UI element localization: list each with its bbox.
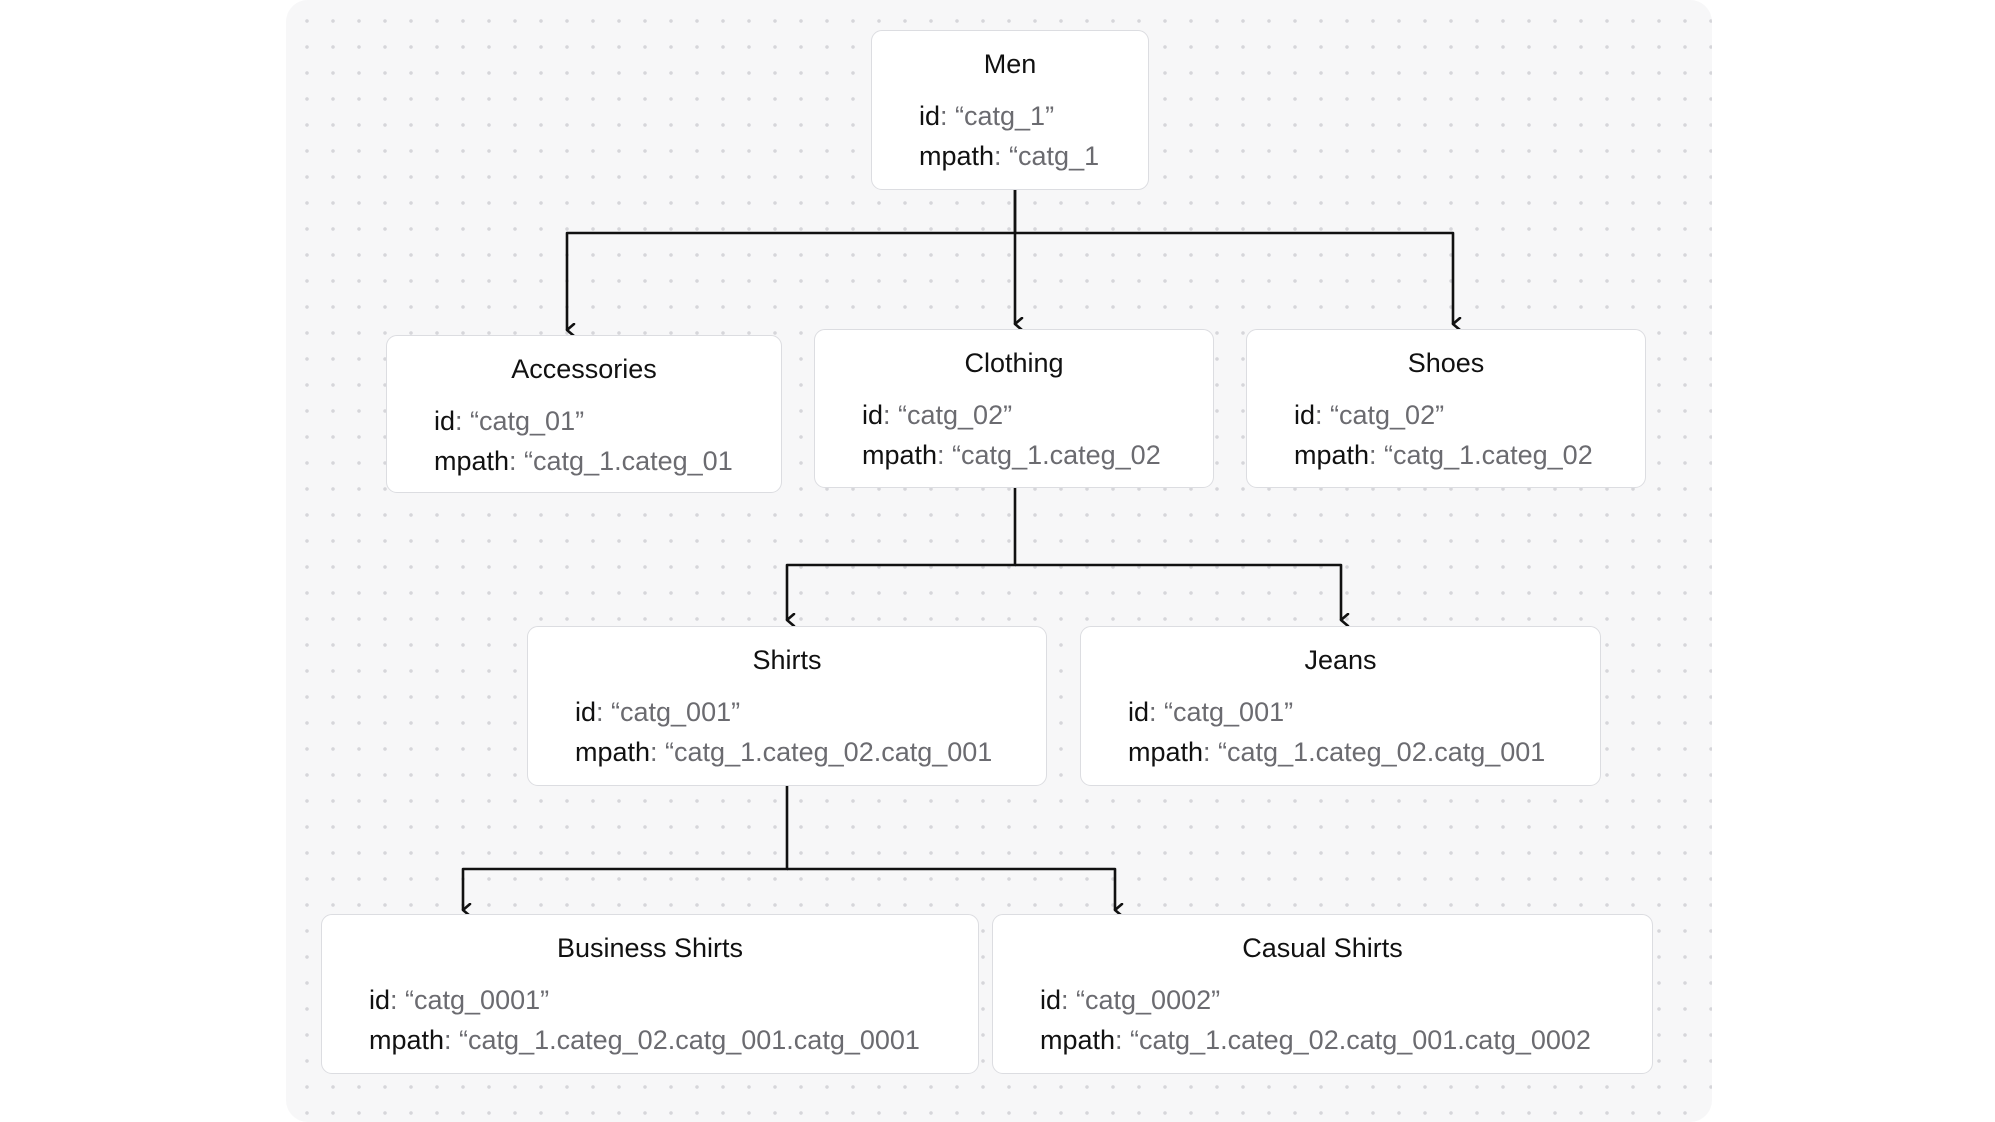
node-title: Casual Shirts (1242, 933, 1403, 963)
node-id-field: id: “catg_001” (575, 697, 740, 728)
node-title: Jeans (1304, 645, 1377, 675)
node-mpath-field: mpath: “catg_1.categ_02 (862, 440, 1161, 471)
id-value: : “catg_001” (596, 697, 741, 727)
id-label: id (862, 400, 884, 430)
mpath-value: : “catg_1.categ_02.catg_001 (1203, 737, 1546, 767)
node-mpath-field: mpath: “catg_1.categ_02.catg_001.catg_00… (369, 1025, 920, 1056)
node-id-field: id: “catg_02” (862, 400, 1012, 431)
mpath-label: mpath (919, 141, 995, 171)
connector-shirts-to-business-shirts (461, 786, 789, 910)
node-mpath-field: mpath: “catg_1.categ_02.catg_001 (1128, 737, 1545, 768)
mpath-value: : “catg_1.categ_02 (1369, 440, 1593, 470)
node-title: Accessories (511, 354, 657, 384)
node-title: Shirts (752, 645, 822, 675)
mpath-value: : “catg_1 (994, 141, 1100, 171)
mpath-value: : “catg_1.categ_01 (509, 446, 733, 476)
mpath-label: mpath (862, 440, 938, 470)
node-shoes[interactable]: Shoes id: “catg_02” mpath: “catg_1.categ… (1246, 329, 1646, 488)
node-title: Business Shirts (556, 933, 744, 963)
id-label: id (434, 406, 456, 436)
id-value: : “catg_02” (883, 400, 1013, 430)
connector-shirts-to-casual-shirts (787, 867, 1115, 910)
node-title: Clothing (964, 348, 1064, 378)
id-label: id (919, 101, 941, 131)
node-shirts[interactable]: Shirts id: “catg_001” mpath: “catg_1.cat… (527, 626, 1047, 786)
id-value: : “catg_01” (455, 406, 585, 436)
mpath-label: mpath (1040, 1025, 1116, 1055)
node-mpath-field: mpath: “catg_1.categ_01 (434, 446, 733, 477)
mpath-value: : “catg_1.categ_02.catg_001.catg_0002 (1115, 1025, 1591, 1055)
node-id-field: id: “catg_01” (434, 406, 584, 437)
connector-men-to-shoes (1015, 231, 1453, 324)
id-value: : “catg_0002” (1061, 985, 1221, 1015)
node-id-field: id: “catg_02” (1294, 400, 1444, 431)
node-men[interactable]: Men id: “catg_1” mpath: “catg_1 (871, 30, 1149, 190)
id-label: id (1040, 985, 1062, 1015)
mpath-value: : “catg_1.categ_02 (937, 440, 1161, 470)
connector-clothing-to-shirts (785, 488, 1017, 620)
node-title: Men (983, 49, 1037, 79)
node-mpath-field: mpath: “catg_1 (919, 141, 1099, 172)
mpath-label: mpath (1294, 440, 1370, 470)
id-value: : “catg_1” (940, 101, 1055, 131)
connector-men-to-accessories (565, 190, 1017, 330)
id-value: : “catg_0001” (390, 985, 550, 1015)
node-mpath-field: mpath: “catg_1.categ_02 (1294, 440, 1593, 471)
node-title: Shoes (1407, 348, 1485, 378)
id-value: : “catg_02” (1315, 400, 1445, 430)
mpath-label: mpath (575, 737, 651, 767)
node-mpath-field: mpath: “catg_1.categ_02.catg_001 (575, 737, 992, 768)
node-id-field: id: “catg_001” (1128, 697, 1293, 728)
node-mpath-field: mpath: “catg_1.categ_02.catg_001.catg_00… (1040, 1025, 1591, 1056)
mpath-label: mpath (434, 446, 510, 476)
node-id-field: id: “catg_1” (919, 101, 1054, 132)
id-label: id (1128, 697, 1150, 727)
node-business-shirts[interactable]: Business Shirts id: “catg_0001” mpath: “… (321, 914, 979, 1074)
node-id-field: id: “catg_0001” (369, 985, 549, 1016)
connector-clothing-to-jeans (1015, 563, 1341, 620)
id-label: id (369, 985, 391, 1015)
id-label: id (575, 697, 597, 727)
node-id-field: id: “catg_0002” (1040, 985, 1220, 1016)
node-jeans[interactable]: Jeans id: “catg_001” mpath: “catg_1.cate… (1080, 626, 1601, 786)
id-label: id (1294, 400, 1316, 430)
mpath-label: mpath (369, 1025, 445, 1055)
mpath-value: : “catg_1.categ_02.catg_001 (650, 737, 993, 767)
mpath-value: : “catg_1.categ_02.catg_001.catg_0001 (444, 1025, 920, 1055)
id-value: : “catg_001” (1149, 697, 1294, 727)
node-casual-shirts[interactable]: Casual Shirts id: “catg_0002” mpath: “ca… (992, 914, 1653, 1074)
mpath-label: mpath (1128, 737, 1204, 767)
node-clothing[interactable]: Clothing id: “catg_02” mpath: “catg_1.ca… (814, 329, 1214, 488)
node-accessories[interactable]: Accessories id: “catg_01” mpath: “catg_1… (386, 335, 782, 493)
